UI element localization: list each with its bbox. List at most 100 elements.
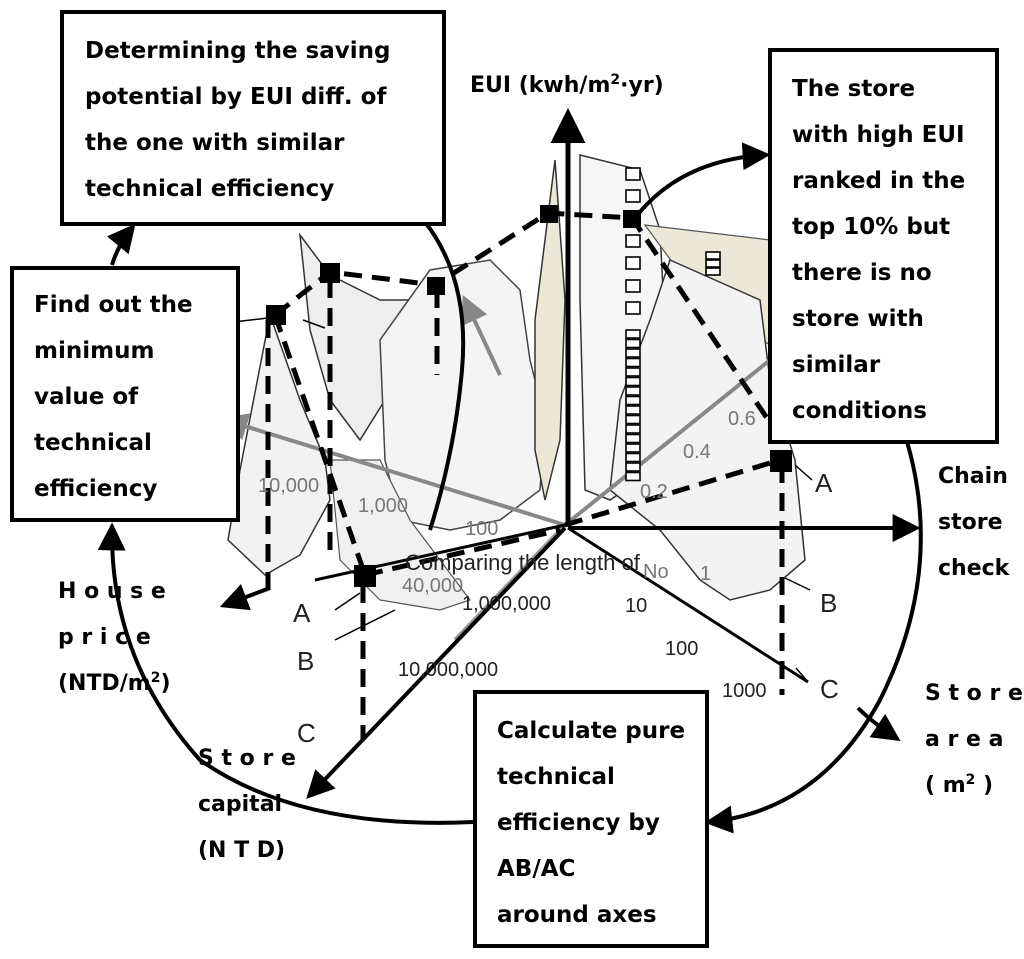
stack-box-right-0 [705, 251, 721, 260]
stack-box-upper-4 [625, 256, 641, 270]
marker-3 [427, 277, 445, 295]
stack-box-lower-13 [625, 452, 641, 463]
left-label-b: B [297, 646, 314, 676]
minimum-value-box: Find out the minimum value of technical … [10, 266, 240, 522]
stack-box-upper-1 [625, 189, 641, 203]
capital-tick-2: 10,000,000 [398, 659, 498, 681]
point-markers [266, 205, 792, 587]
process-arrows [97, 142, 923, 834]
marker-7 [770, 450, 792, 472]
calculate-box: Calculate pure technical efficiency by A… [473, 690, 709, 948]
calculate-line-5: around axes [497, 902, 657, 928]
high-eui-line-4: top 10% but [792, 214, 950, 240]
capital-axis-line-3: (N T D) [198, 838, 285, 863]
stack-box-lower-1 [625, 338, 641, 349]
area-axis-line-3: ( m2 ) [925, 772, 993, 798]
stack-box-lower-5 [625, 376, 641, 387]
right-label-c: C [820, 674, 839, 704]
arrow-area [856, 706, 901, 742]
capital-axis-line-1: S t o r e [198, 746, 296, 771]
capital-tick-1: 1,000,000 [462, 593, 551, 615]
area-axis-line-1: S t o r e [925, 681, 1023, 706]
chain-axis-line-3: check [938, 556, 1011, 581]
stack-box-upper-5 [625, 279, 641, 293]
arrow-to-saving-box [106, 223, 136, 266]
area-tick-3: 1000 [722, 680, 767, 702]
house-tick-0: 10,000 [258, 475, 319, 497]
right-label-b: B [820, 588, 837, 618]
leader-ticks [232, 317, 813, 683]
stack-box-lower-6 [625, 386, 641, 396]
stack-box-lower-3 [625, 357, 641, 368]
minimum-line-2: minimum [34, 338, 154, 364]
high-eui-line-1: The store [792, 76, 915, 102]
dashed-right-low [564, 457, 781, 528]
calculate-line-3: efficiency by [497, 810, 660, 836]
left-label-c: C [297, 718, 316, 748]
high-eui-line-6: store with [792, 306, 924, 332]
stack-box-right-2 [705, 267, 721, 276]
axis-capital [306, 526, 567, 800]
arrow-calculate-to-minimum [97, 522, 474, 825]
house-axis-line-3: (NTD/m2) [58, 670, 171, 696]
marker-1 [266, 305, 286, 325]
high-eui-box: The store with high EUI ranked in the to… [768, 48, 999, 444]
minimum-line-4: technical [34, 430, 152, 456]
gray-axis-upper [461, 294, 502, 376]
gray-axis-capital [453, 523, 567, 642]
stack-box-lower-2 [625, 348, 641, 358]
stack-box-right-1 [705, 259, 721, 268]
area-axis-line-2: a r e a [925, 727, 1003, 752]
arrow-to-high-eui [633, 142, 771, 220]
house-axis-line-1: H o u s e [58, 579, 166, 604]
chain-axis-line-1: Chain [938, 464, 1008, 489]
marker-2 [320, 263, 340, 283]
dashed-bottom [364, 527, 561, 578]
saving-line-4: technical efficiency [85, 176, 334, 202]
stack-box-lower-7 [625, 395, 641, 406]
high-eui-line-7: similar [792, 352, 881, 378]
stack-box-lower-4 [625, 367, 641, 377]
capital-tick-0: 40,000 [402, 575, 463, 597]
house-tick-2: 100 [465, 518, 498, 540]
chain-tick-0: 0.2 [640, 481, 668, 503]
no-label: No [643, 561, 669, 583]
stack-box-lower-15 [625, 471, 641, 482]
marker-6 [354, 565, 376, 587]
saving-line-2: potential by EUI diff. of [85, 84, 387, 110]
marker-4 [540, 205, 558, 223]
shape-center-tall [534, 159, 566, 501]
high-eui-line-8: conditions [792, 398, 927, 424]
area-tick-0: 1 [700, 563, 711, 585]
center-text: Comparing the length of [405, 550, 641, 575]
saving-line-1: Determining the saving [85, 38, 390, 64]
stack-box-upper-0 [625, 167, 641, 181]
minimum-line-3: value of [34, 384, 139, 410]
high-eui-line-3: ranked in the [792, 168, 965, 194]
house-axis-line-2: p r i c e [58, 625, 151, 650]
chain-tick-2: 0.6 [728, 408, 756, 430]
stack-box-upper-3 [625, 234, 641, 248]
gray-axis-chain-diagonal [563, 358, 772, 527]
area-tick-2: 100 [665, 638, 698, 660]
stack-box-lower-0 [625, 329, 641, 339]
stack-box-lower-11 [625, 433, 641, 444]
stack-box-lower-8 [625, 405, 641, 415]
axis-house-arrow [219, 583, 271, 611]
minimum-line-1: Find out the [34, 292, 193, 318]
high-eui-line-5: there is no [792, 260, 932, 286]
area-tick-1: 10 [625, 595, 647, 617]
axis-area [567, 526, 809, 684]
left-label-a: A [293, 598, 311, 628]
high-eui-line-2: with high EUI [792, 122, 965, 148]
saving-potential-box: Determining the saving potential by EUI … [60, 10, 446, 226]
house-tick-1: 1,000 [358, 495, 408, 517]
minimum-line-5: efficiency [34, 476, 157, 502]
calculate-line-4: AB/AC [497, 856, 575, 882]
calculate-line-1: Calculate pure [497, 718, 685, 744]
arrow-loop-top [423, 220, 466, 531]
eui-axis-label: EUI (kwh/m2·yr) [470, 72, 664, 98]
stack-box-lower-10 [625, 424, 641, 434]
chain-tick-1: 0.4 [683, 441, 711, 463]
